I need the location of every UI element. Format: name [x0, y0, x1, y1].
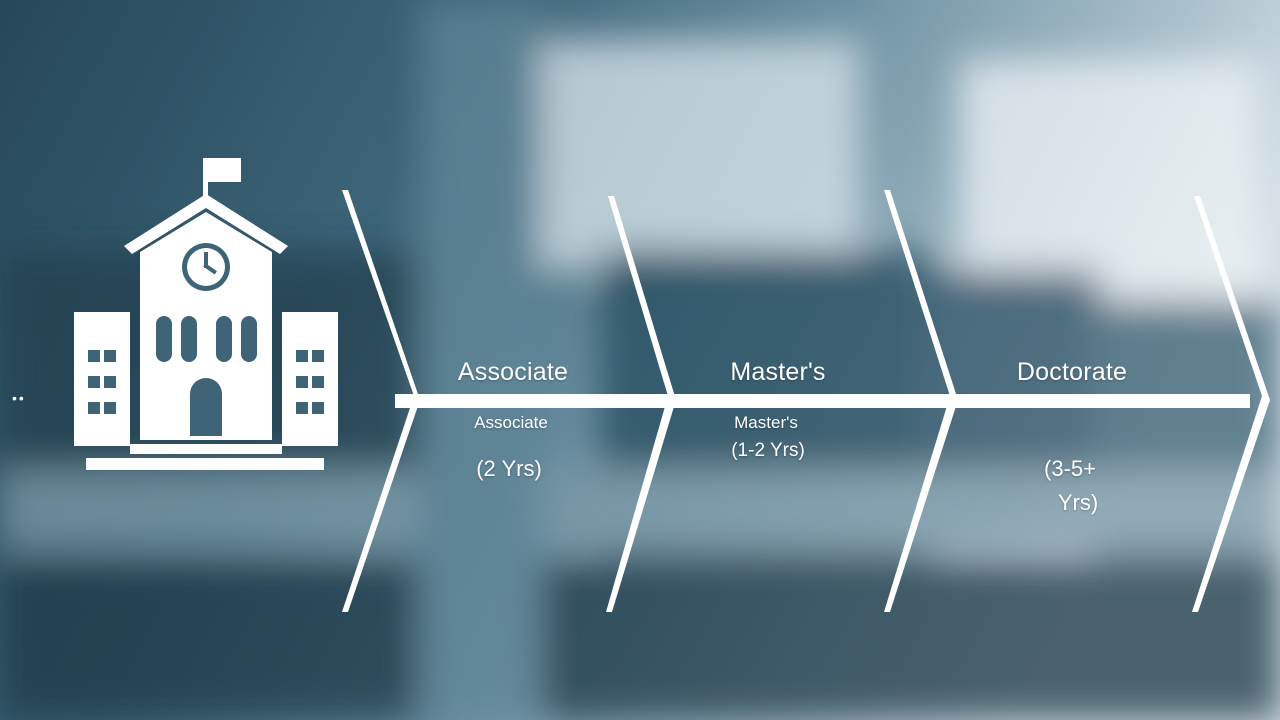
stage-title-associate: Associate [457, 358, 569, 386]
stage-title-masters: Master's [730, 358, 826, 386]
stage-years-masters: (1-2 Yrs) [731, 440, 805, 461]
stage-years-doctorate-line2: Yrs) [1057, 490, 1099, 515]
bullet-dots: •• [12, 390, 26, 406]
stage-years-doctorate-line1: (3-5+ [1044, 456, 1096, 481]
stage-years-associate: (2 Yrs) [476, 456, 542, 481]
stage-title-doctorate: Doctorate [1016, 358, 1128, 386]
stage-subtitle-associate: Associate [474, 413, 548, 432]
timeline-arrow-connector [342, 190, 1270, 612]
stage-subtitle-masters: Master's [734, 413, 798, 432]
school-building-icon [74, 158, 338, 470]
